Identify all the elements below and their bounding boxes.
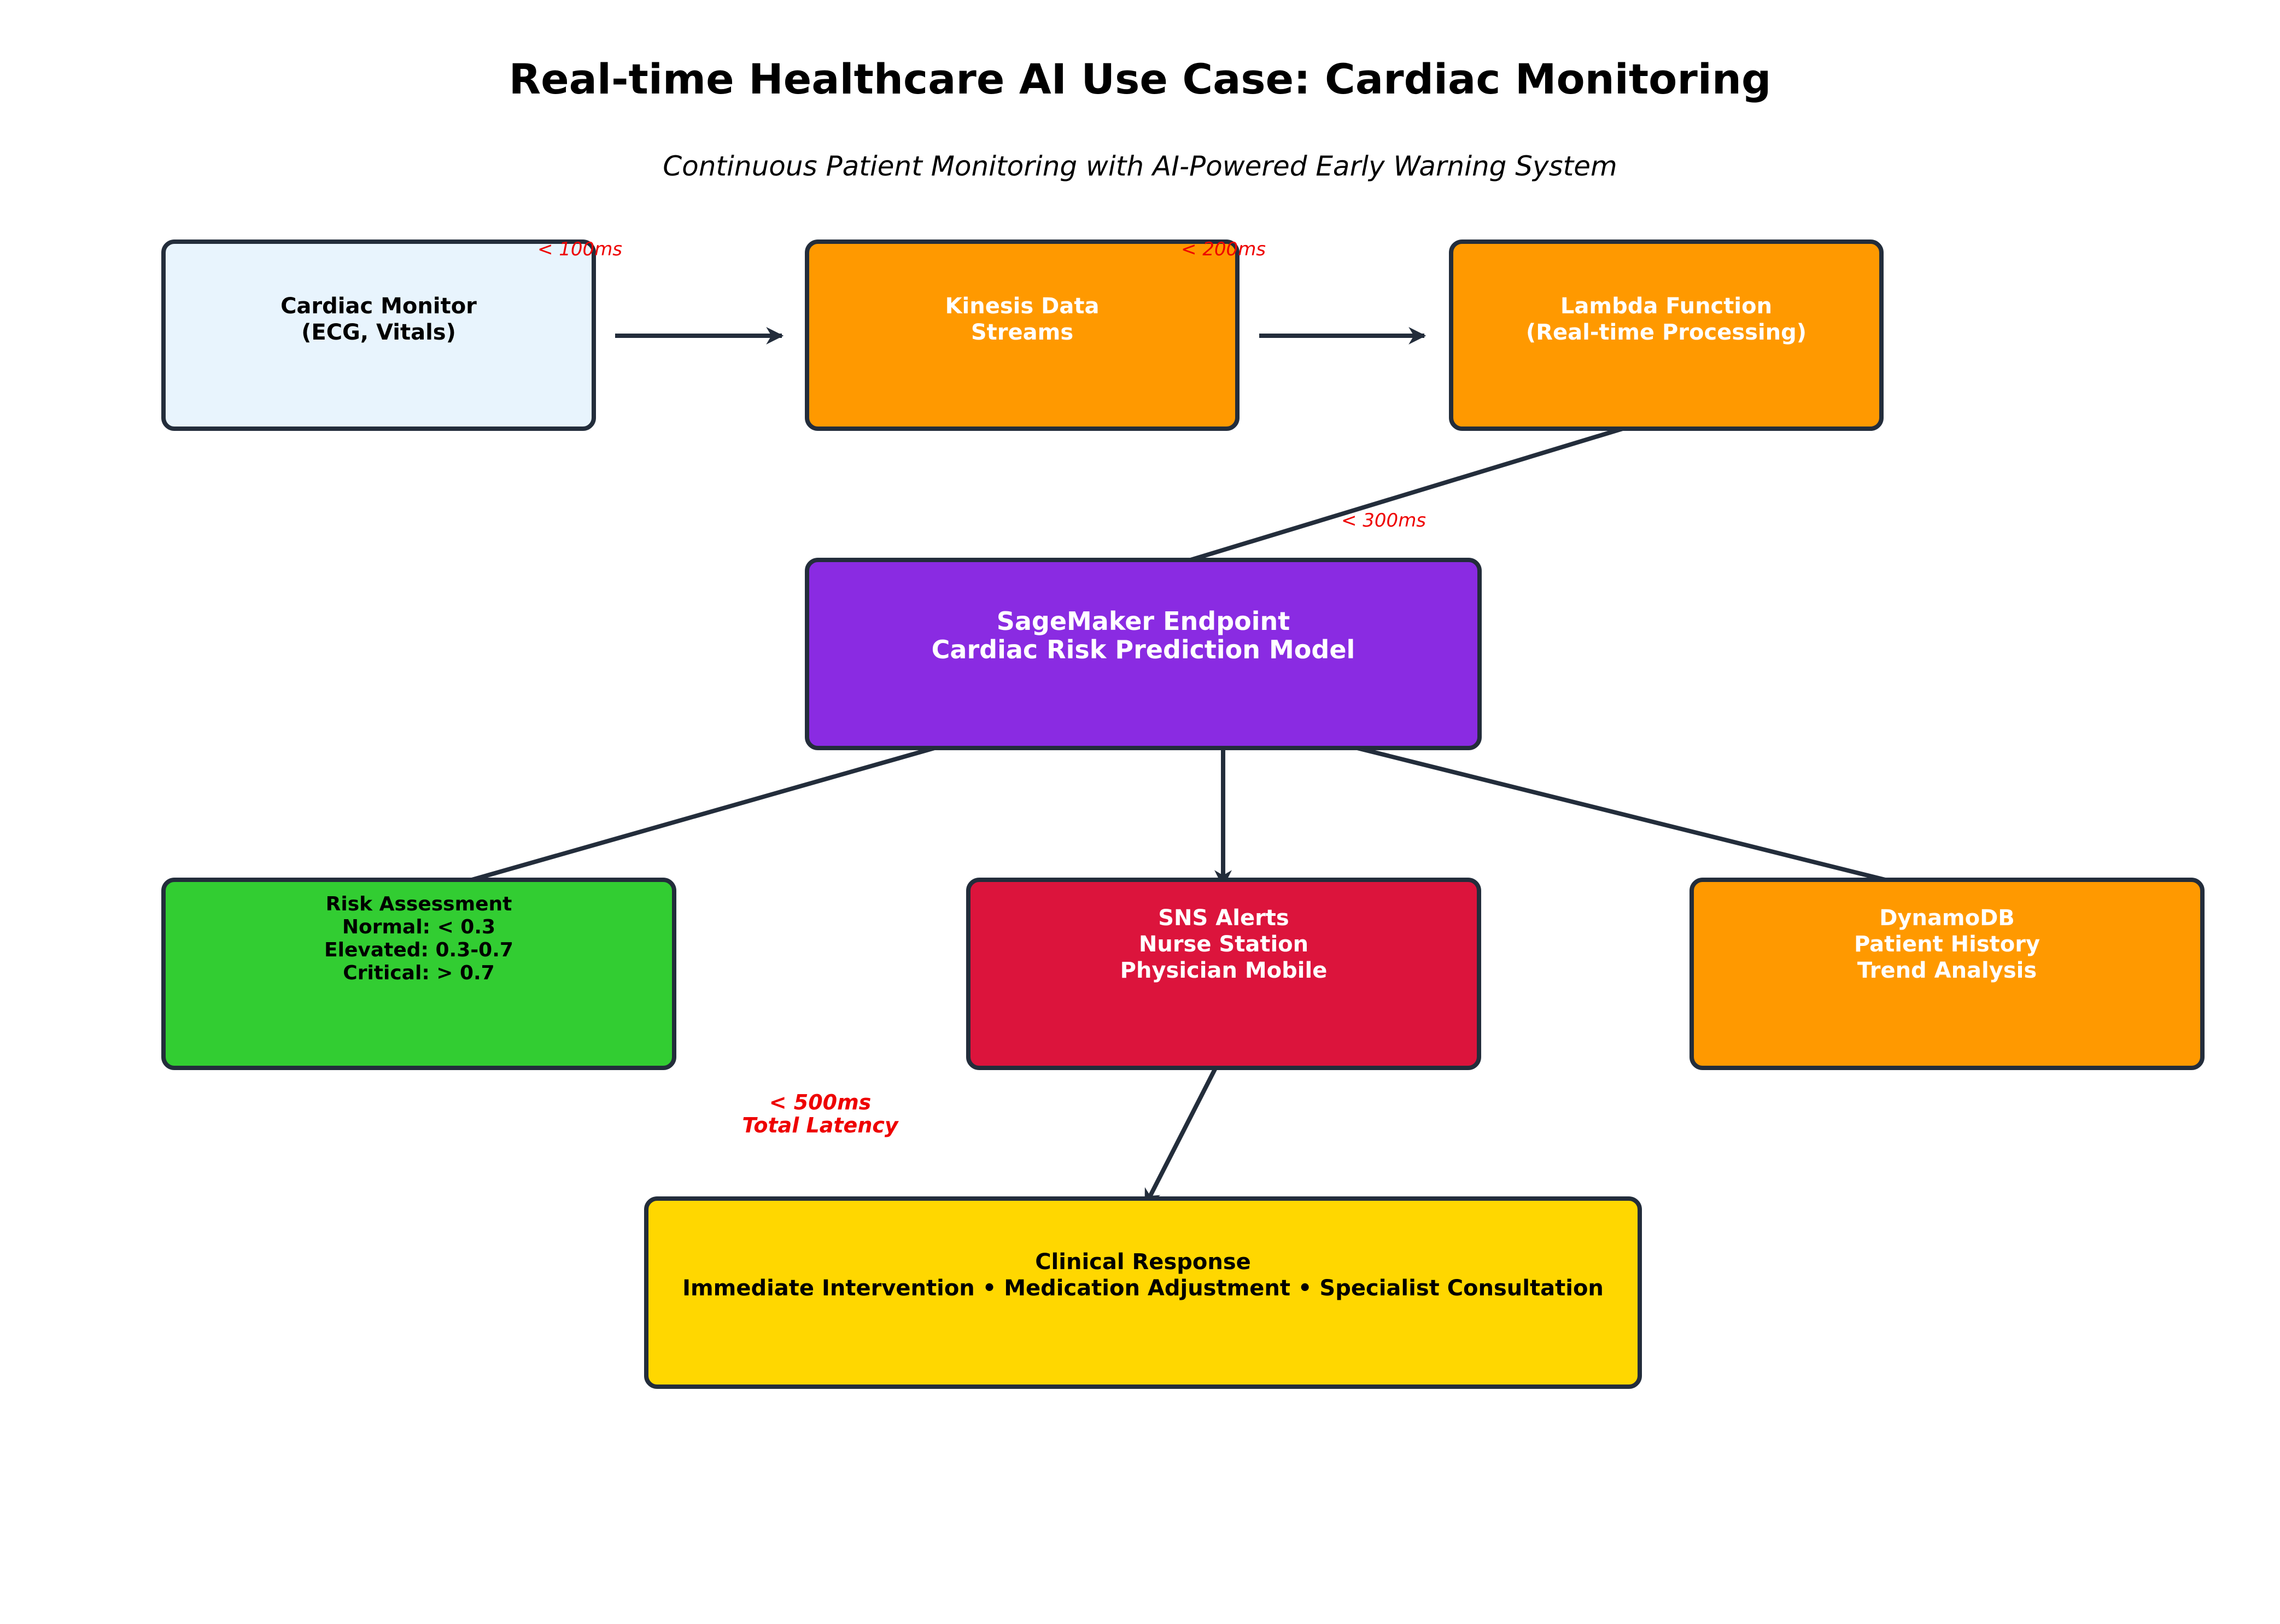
dynamodb-line-1: DynamoDB xyxy=(1879,906,2015,931)
clinical-line-2: Immediate Intervention • Medication Adju… xyxy=(682,1276,1604,1301)
arrow-sns-to-clinical xyxy=(1143,1056,1223,1207)
cardiac-monitor-line-2: (ECG, Vitals) xyxy=(301,320,456,345)
arrow-lambda-to-sagemaker xyxy=(1149,414,1663,576)
risk-line-3: Elevated: 0.3-0.7 xyxy=(324,939,513,961)
diagram-title: Real-time Healthcare AI Use Case: Cardia… xyxy=(508,55,1772,103)
dynamodb-box: DynamoDB Patient History Trend Analysis xyxy=(1689,878,2205,1070)
risk-line-2: Normal: < 0.3 xyxy=(342,916,496,938)
risk-line-1: Risk Assessment xyxy=(325,893,512,915)
sagemaker-box: SageMaker Endpoint Cardiac Risk Predicti… xyxy=(805,558,1482,750)
cardiac-monitor-line-1: Cardiac Monitor xyxy=(280,294,477,319)
cardiac-monitor-box: Cardiac Monitor (ECG, Vitals) xyxy=(161,239,596,431)
risk-line-4: Critical: > 0.7 xyxy=(343,962,495,984)
risk-assessment-box: Risk Assessment Normal: < 0.3 Elevated: … xyxy=(161,878,676,1070)
diagram-subtitle: Continuous Patient Monitoring with AI-Po… xyxy=(663,150,1617,182)
dynamodb-line-2: Patient History xyxy=(1854,932,2041,957)
dynamodb-line-3: Trend Analysis xyxy=(1857,958,2037,983)
lambda-box: Lambda Function (Real-time Processing) xyxy=(1449,239,1884,431)
sns-line-1: SNS Alerts xyxy=(1158,906,1289,931)
sns-alerts-box: SNS Alerts Nurse Station Physician Mobil… xyxy=(966,878,1481,1070)
lambda-line-2: (Real-time Processing) xyxy=(1525,320,1807,345)
clinical-response-box: Clinical Response Immediate Intervention… xyxy=(644,1196,1642,1389)
kinesis-line-1: Kinesis Data xyxy=(945,294,1100,319)
sagemaker-line-1: SageMaker Endpoint xyxy=(996,606,1290,636)
latency-total-value: < 500ms xyxy=(769,1090,872,1114)
lambda-line-1: Lambda Function xyxy=(1560,294,1773,319)
latency-total-label: Total Latency xyxy=(742,1113,898,1137)
sns-line-2: Nurse Station xyxy=(1138,932,1309,957)
sagemaker-line-2: Cardiac Risk Prediction Model xyxy=(931,635,1355,664)
latency-total: < 500ms Total Latency xyxy=(711,1091,929,1137)
arrow-sagemaker-to-dynamodb xyxy=(1306,733,1942,898)
latency-100ms: < 100ms xyxy=(537,238,623,260)
latency-300ms: < 300ms xyxy=(1341,510,1427,531)
latency-200ms: < 200ms xyxy=(1181,238,1266,260)
kinesis-box: Kinesis Data Streams xyxy=(805,239,1240,431)
kinesis-line-2: Streams xyxy=(971,320,1074,345)
sns-line-3: Physician Mobile xyxy=(1120,958,1328,983)
clinical-line-1: Clinical Response xyxy=(1035,1249,1251,1275)
arrow-sagemaker-to-risk xyxy=(422,733,980,898)
